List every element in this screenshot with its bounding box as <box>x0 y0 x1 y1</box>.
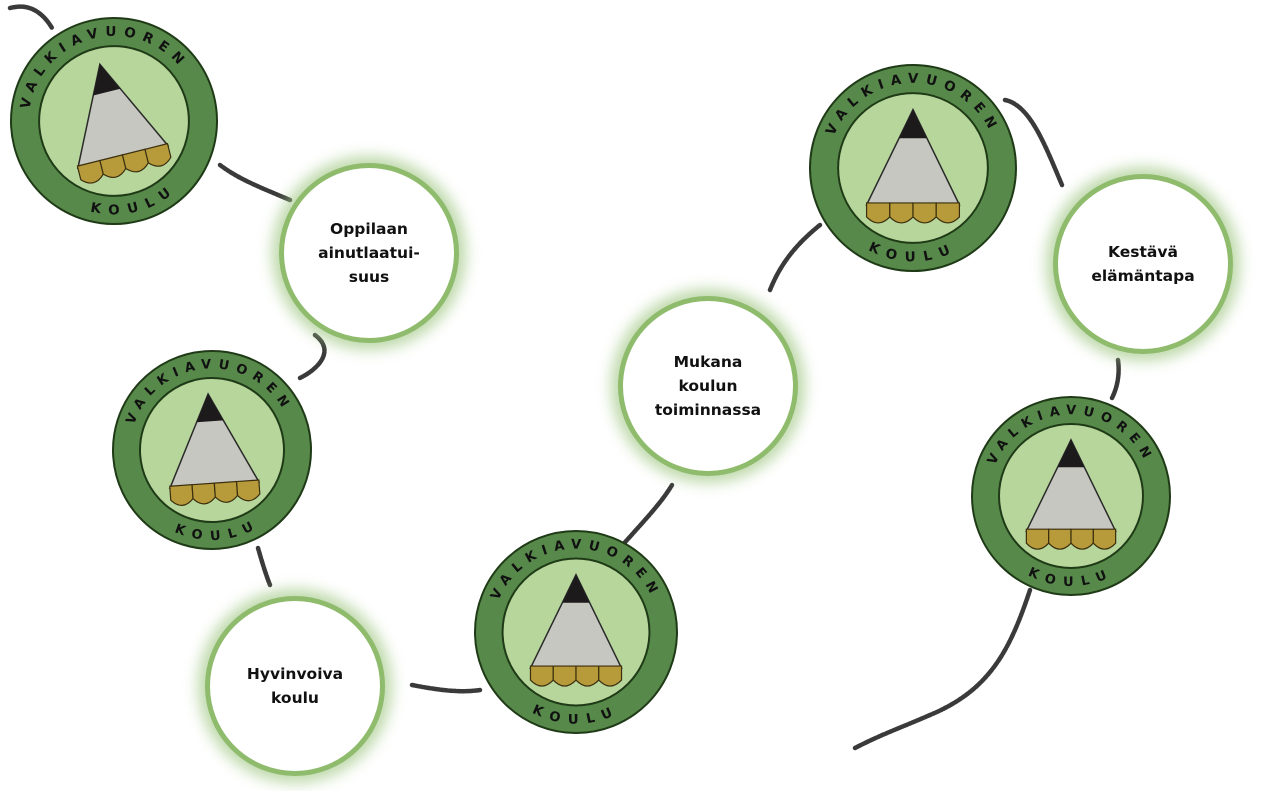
bubble-text: Mukana koulun toiminnassa <box>654 353 762 419</box>
thread-logo1-bubble1 <box>217 162 293 203</box>
thread-bubble1-logo2 <box>297 332 327 381</box>
bubble-text: Oppilaan ainutlaatui- suus <box>318 220 420 286</box>
pencil-icon <box>865 107 961 224</box>
thread-bubble3-logo4 <box>767 222 823 293</box>
pencil-icon <box>1025 438 1117 550</box>
connector-threads <box>7 4 1121 751</box>
bubble-hyvinvoiva-koulu: Hyvinvoiva koulu <box>205 596 385 776</box>
bubble-text: Hyvinvoiva koulu <box>246 665 344 707</box>
bubble-kestava-elamantapa: Kestävä elämäntapa <box>1053 174 1233 354</box>
pencil-icon <box>529 573 623 687</box>
pencil-icon <box>168 392 261 507</box>
thread-bubble2-logo3 <box>409 682 483 694</box>
thread-bubble4-logo5 <box>1109 357 1121 401</box>
pencil-icon <box>76 62 172 184</box>
thread-end <box>852 587 1033 751</box>
thread-logo2-bubble2 <box>255 545 273 588</box>
thread-logo3-bubble3 <box>617 482 675 551</box>
bubble-oppilaan-ainutlaatuisuus: Oppilaan ainutlaatui- suus <box>279 163 459 343</box>
bubble-mukana-koulun-toiminnassa: Mukana koulun toiminnassa <box>618 296 798 476</box>
thread-logo4-bubble4 <box>1002 97 1065 188</box>
thread-start <box>7 4 55 31</box>
bubble-text: Kestävä elämäntapa <box>1091 243 1195 285</box>
